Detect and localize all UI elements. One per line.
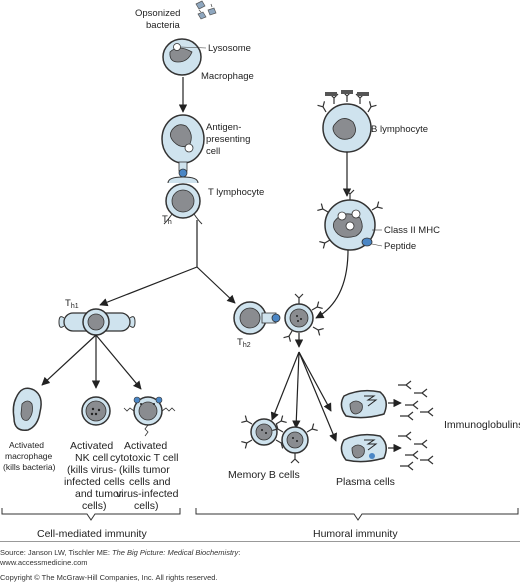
apc-label-3: cell (206, 146, 220, 157)
activated-nk-cell (81, 396, 111, 426)
t-lymphocyte-cell (163, 176, 203, 225)
memory-b-label: Memory B cells (228, 469, 300, 481)
immunoglobulins-group-2 (397, 431, 434, 471)
antigen-presenting-cell (161, 114, 205, 178)
ctl-label-2: cytotoxic T cell (110, 452, 178, 464)
apc-label-2: presenting (206, 134, 250, 145)
apc-label-1: Antigen- (206, 122, 241, 133)
cell-mediated-label: Cell-mediated immunity (37, 528, 147, 540)
memory-b-cell-1 (240, 414, 288, 450)
opsonized-bacteria-label-2: bacteria (146, 20, 181, 31)
humoral-label: Humoral immunity (313, 528, 398, 540)
nk-label-6: cells) (82, 500, 107, 512)
ctl-label-3: (kills tumor (119, 464, 170, 476)
activated-b-cell (282, 293, 325, 343)
cell-mediated-brace (1, 508, 181, 521)
footer-divider (0, 541, 520, 542)
antigen-presenting-b-cell (316, 189, 384, 251)
plasma-cell-1 (340, 389, 387, 419)
class2-mhc-label: Class II MHC (384, 225, 440, 236)
th1-label: Th1 (65, 298, 79, 310)
b-lymphocyte-label: B lymphocyte (371, 124, 428, 135)
source-suffix: : (238, 548, 241, 557)
opsonized-bacteria-label-1: Opsonized (135, 8, 180, 19)
immunoglobulins-label: Immunoglobulins (444, 419, 520, 431)
source-prefix: Source: Janson LW, Tischler ME: (0, 548, 112, 557)
nk-label-2: NK cell (75, 452, 108, 464)
nk-label-4: infected cells (64, 476, 125, 488)
ctl-label-6: cells) (134, 500, 159, 512)
ctl-label-5: virus-infected (116, 488, 179, 500)
activated-macrophage-label-3: (kills bacteria) (3, 462, 56, 472)
plasma-cell-2 (340, 433, 387, 463)
ctl-label-4: cells and (129, 476, 171, 488)
source-title: The Big Picture: Medical Biochemistry (112, 548, 239, 557)
copyright-notice: Copyright © The McGraw-Hill Companies, I… (0, 573, 218, 582)
macrophage-label: Macrophage (201, 71, 254, 82)
activated-macrophage-label-2: macrophage (5, 451, 53, 461)
peptide-label: Peptide (384, 241, 416, 252)
activated-macrophage-cell (12, 387, 42, 431)
nk-label-1: Activated (70, 440, 113, 452)
plasma-label: Plasma cells (336, 476, 395, 488)
nk-label-3: (kills virus- (67, 464, 117, 476)
activated-macrophage-label-1: Activated (9, 440, 44, 450)
source-citation: Source: Janson LW, Tischler ME: The Big … (0, 548, 520, 567)
th2-cell (233, 301, 281, 335)
b-lymphocyte-cell (316, 90, 378, 153)
th1-cell (58, 308, 136, 336)
lysosome-label: Lysosome (208, 43, 251, 54)
memory-b-cell-2 (271, 422, 319, 464)
humoral-brace (195, 508, 519, 521)
opsonized-bacteria (195, 0, 217, 20)
nk-label-5: and tumor (75, 488, 123, 500)
th-label: Th (162, 214, 172, 226)
source-url[interactable]: www.accessmedicine.com (0, 557, 88, 567)
immunoglobulins-group-1 (397, 380, 434, 421)
ctl-label-1: Activated (124, 440, 167, 452)
t-lymphocyte-label: T lymphocyte (208, 187, 264, 198)
macrophage-cell (162, 38, 202, 76)
activated-cytotoxic-t-cell (123, 396, 176, 437)
th2-label: Th2 (237, 337, 251, 349)
